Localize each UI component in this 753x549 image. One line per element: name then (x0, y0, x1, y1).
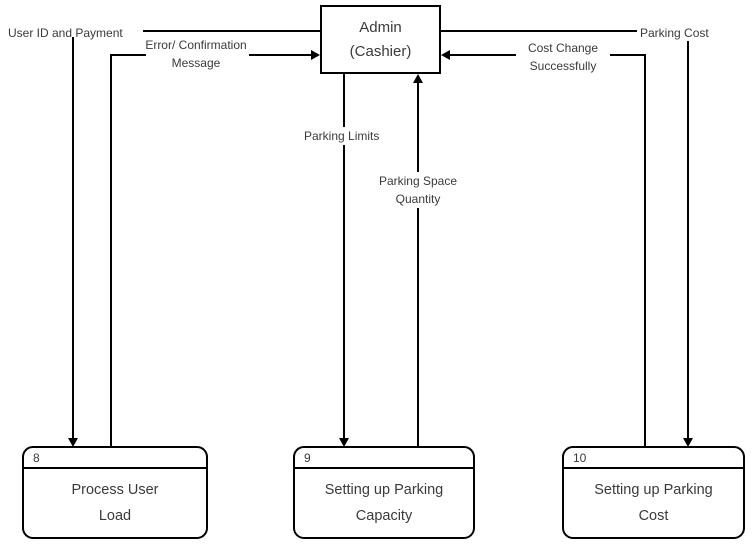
flow-line-user-id-vertical (72, 37, 74, 438)
flow-label-cost-change: Cost Change Successfully (517, 39, 609, 75)
flow-label-error-confirmation-line1: Error/ Confirmation (145, 38, 247, 52)
process-name-8-line1: Process User (71, 482, 159, 498)
process-name-9-line2: Capacity (355, 508, 413, 524)
process-box-8: 8 Process User Load (22, 446, 208, 539)
flow-line-parking-cost-horizontal (441, 30, 637, 32)
arrowhead-down-into-process-10 (683, 438, 693, 447)
process-name-10-line2: Cost (638, 508, 669, 524)
process-box-9: 9 Setting up Parking Capacity (293, 446, 475, 539)
entity-title-line2: (Cashier) (349, 42, 412, 60)
entity-title-line1: Admin (359, 18, 402, 36)
process-name-8-line2: Load (98, 508, 132, 524)
flow-line-user-id-horizontal (143, 30, 320, 32)
flow-line-cost-change-vertical (644, 54, 646, 448)
process-name-8: Process User Load (24, 469, 206, 537)
process-name-9: Setting up Parking Capacity (295, 469, 473, 537)
flow-label-parking-limits: Parking Limits (302, 127, 382, 145)
process-box-10: 10 Setting up Parking Cost (562, 446, 745, 539)
external-entity-admin: Admin (Cashier) (320, 5, 441, 74)
process-name-9-line1: Setting up Parking (324, 482, 444, 498)
flow-line-parking-cost-vertical (687, 41, 689, 438)
arrowhead-up-into-admin (413, 74, 423, 83)
process-name-10: Setting up Parking Cost (564, 469, 743, 537)
process-number-8: 8 (24, 448, 206, 469)
flow-line-cost-change-horizontal-right (610, 54, 646, 56)
flow-label-parking-cost: Parking Cost (640, 26, 709, 40)
flow-label-error-confirmation-line2: Message (171, 56, 221, 70)
process-number-10: 10 (564, 448, 743, 469)
arrowhead-down-into-process-8 (68, 438, 78, 447)
flow-label-error-confirmation: Error/ Confirmation Message (138, 36, 254, 72)
flow-line-parking-space-vertical (417, 83, 419, 446)
flow-label-user-id-payment: User ID and Payment (8, 26, 123, 40)
flow-line-cost-change-horizontal-left (450, 54, 516, 56)
arrowhead-right-into-admin (311, 50, 320, 60)
flow-line-error-vertical (110, 54, 112, 448)
flow-label-cost-change-line1: Cost Change (527, 41, 599, 55)
process-number-9: 9 (295, 448, 473, 469)
arrowhead-left-into-admin (441, 50, 450, 60)
flow-label-parking-space-quantity: Parking Space Quantity (371, 172, 465, 208)
flow-label-parking-space-line1: Parking Space (378, 174, 458, 188)
arrowhead-down-into-process-9 (339, 438, 349, 447)
process-name-10-line1: Setting up Parking (594, 482, 713, 498)
flow-line-error-horizontal-right (249, 54, 312, 56)
flow-label-parking-space-line2: Quantity (395, 192, 441, 206)
flow-label-cost-change-line2: Successfully (529, 59, 597, 73)
flow-line-parking-limits-vertical (343, 73, 345, 438)
flow-line-error-horizontal-left (110, 54, 146, 56)
